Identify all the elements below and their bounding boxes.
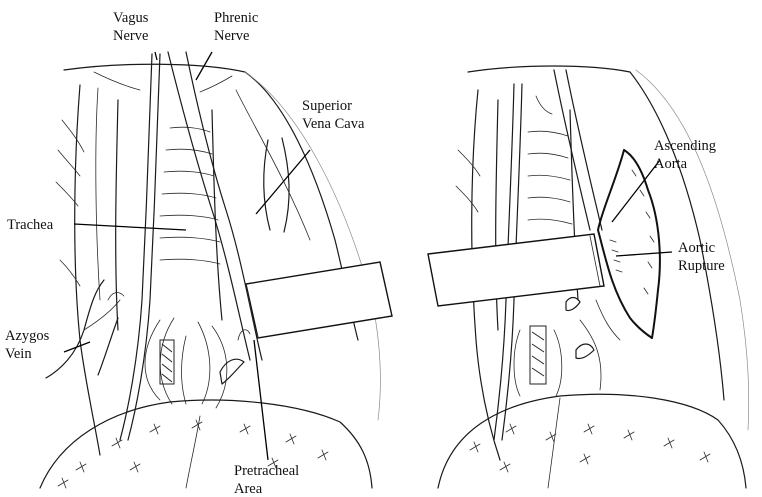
pretracheal-line-1: Pretracheal xyxy=(234,463,299,479)
vagus-nerve-line-1: Vagus xyxy=(113,10,149,26)
left-leader-lines xyxy=(64,52,310,460)
ascending-aorta-line-2: Aorta xyxy=(654,156,688,172)
ascending-aorta-line-1: Ascending xyxy=(654,138,716,154)
trachea-line-1: Trachea xyxy=(7,217,54,233)
pretracheal-line-2: Area xyxy=(234,481,263,497)
label-trachea: Trachea xyxy=(7,217,54,233)
retractor-left xyxy=(246,262,392,338)
label-pretracheal-area: Pretracheal Area xyxy=(234,463,299,497)
svc-line-2: Vena Cava xyxy=(302,116,365,132)
label-ascending-aorta: Ascending Aorta xyxy=(654,138,716,172)
label-azygos-vein: Azygos Vein xyxy=(5,328,50,362)
svc-line-1: Superior xyxy=(302,98,352,114)
label-phrenic-nerve: Phrenic Nerve xyxy=(214,10,258,44)
aortic-rupture-line-2: Rupture xyxy=(678,258,725,274)
vagus-nerve-line-2: Nerve xyxy=(113,28,148,44)
right-panel-drawing xyxy=(428,66,749,488)
azygos-vein-line-1: Azygos xyxy=(5,328,50,344)
label-superior-vena-cava: Superior Vena Cava xyxy=(302,98,365,132)
aortic-rupture-line-1: Aortic xyxy=(678,240,715,256)
label-vagus-nerve: Vagus Nerve xyxy=(113,10,149,44)
phrenic-nerve-line-2: Nerve xyxy=(214,28,249,44)
phrenic-nerve-line-1: Phrenic xyxy=(214,10,258,26)
azygos-vein-line-2: Vein xyxy=(5,346,32,362)
label-aortic-rupture: Aortic Rupture xyxy=(678,240,725,274)
